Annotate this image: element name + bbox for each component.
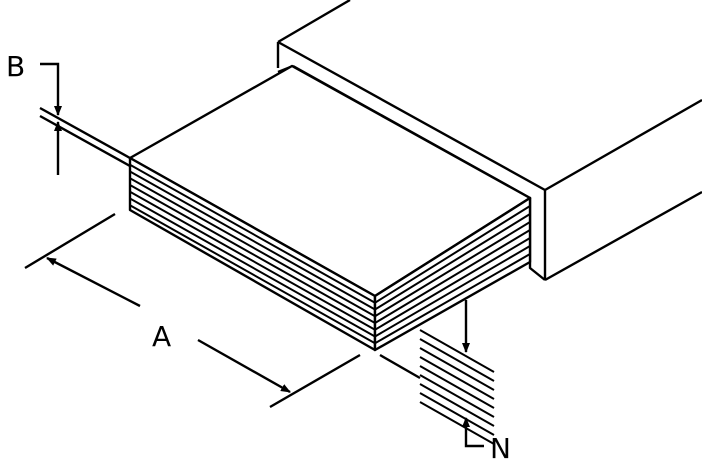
- lamination-layer-line: [129, 170, 531, 311]
- lamination-layer-line: [129, 190, 531, 331]
- dimension-a-extension-right: [269, 353, 361, 409]
- lamination-layer-line: [129, 204, 531, 345]
- dimension-n-extension: [379, 353, 421, 380]
- lamination-layer-lines: [129, 163, 531, 345]
- dimension-b: [39, 62, 131, 175]
- protruding-layer-line: [419, 401, 495, 445]
- dimension-b-leader: [40, 62, 62, 116]
- dimension-a: [24, 212, 361, 409]
- stack-right-face: [373, 196, 532, 352]
- label-n: N: [490, 432, 511, 465]
- lamination-layer-line: [129, 163, 531, 304]
- label-b: B: [6, 50, 25, 83]
- protruding-layer-line: [419, 365, 495, 409]
- dimension-a-arrow-right: [197, 338, 291, 394]
- protruding-layer-line: [419, 329, 495, 373]
- dimension-b-extension-bottom: [39, 114, 131, 168]
- lamination-layer-line: [129, 197, 531, 338]
- lamination-layer-line: [129, 184, 531, 324]
- protruding-layer-line: [419, 356, 495, 400]
- protruding-layer-line: [419, 392, 495, 436]
- dimension-b-extension-top: [39, 106, 131, 160]
- lamination-layer-line: [129, 177, 531, 318]
- dimension-a-extension-left: [24, 212, 116, 270]
- dimension-a-arrow-left: [46, 256, 141, 308]
- label-a: A: [152, 320, 171, 353]
- dimension-n: [379, 300, 484, 448]
- protruding-layers: [419, 329, 495, 445]
- dimension-n-leader: [462, 417, 484, 448]
- protruding-layer-line: [419, 338, 495, 382]
- protruding-layer-line: [419, 383, 495, 427]
- protruding-layer-line: [419, 347, 495, 391]
- protruding-layer-line: [419, 374, 495, 418]
- lamination-stack: [128, 64, 532, 352]
